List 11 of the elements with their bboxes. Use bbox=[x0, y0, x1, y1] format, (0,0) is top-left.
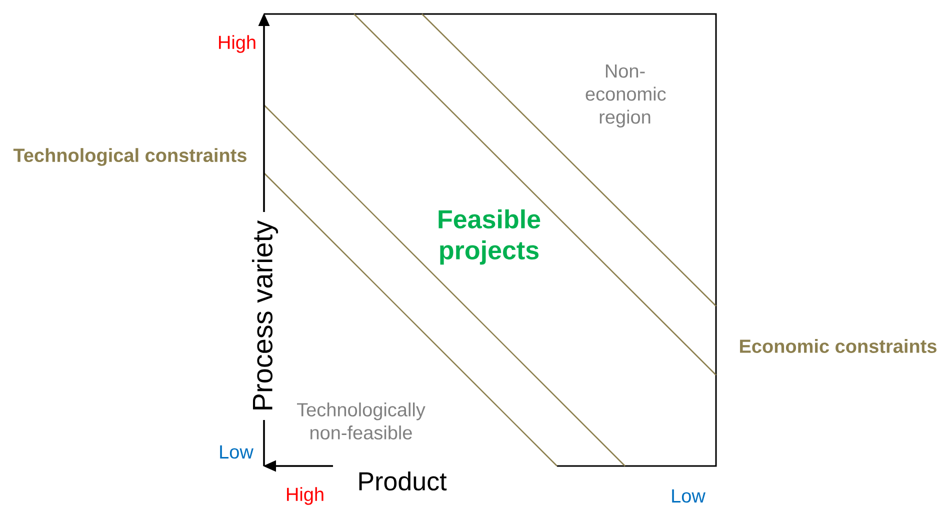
constraint-label: Economic constraints bbox=[740, 339, 936, 353]
constraint-label: Technological constraints bbox=[13, 148, 246, 166]
region-label: Non-economic region bbox=[586, 64, 666, 128]
axis-title: Process variety bbox=[252, 220, 278, 410]
axis-label: Low bbox=[672, 489, 706, 503]
axis-label: High bbox=[287, 487, 324, 505]
axis-title: Product bbox=[359, 471, 447, 491]
region-label: Technologically non-feasible bbox=[297, 402, 426, 440]
axis-label: High bbox=[219, 35, 256, 53]
axis-label: Low bbox=[220, 445, 254, 459]
region-label: Feasible projects bbox=[438, 209, 540, 265]
